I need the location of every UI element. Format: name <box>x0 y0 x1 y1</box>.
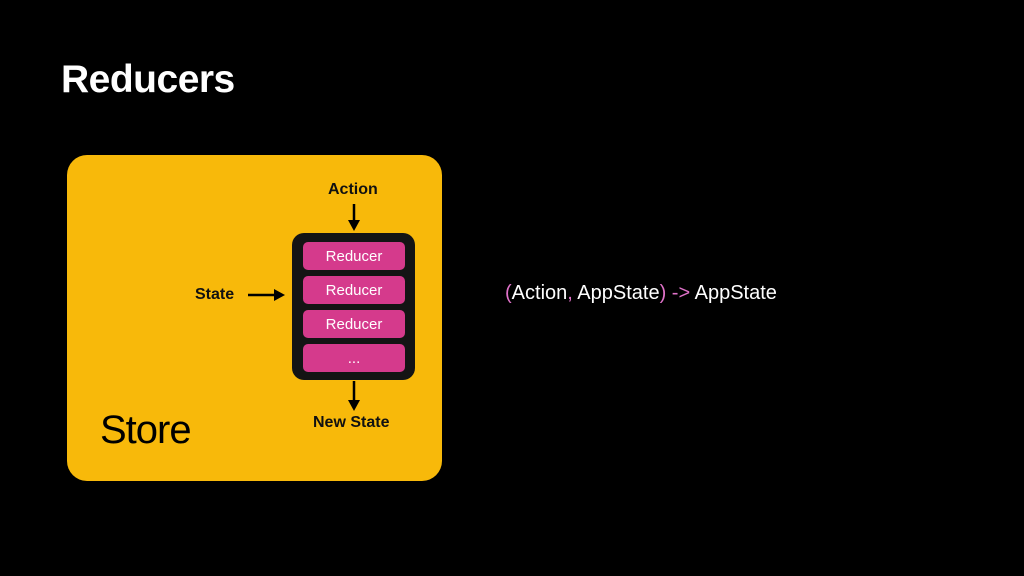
action-arrow <box>348 204 360 231</box>
new-state-arrow <box>348 381 360 411</box>
reducer-signature: (Action, AppState) -> AppState <box>505 282 777 305</box>
signature-arg-appstate: AppState <box>572 282 660 304</box>
store-label: Store <box>100 408 192 452</box>
signature-return-type: AppState <box>690 282 777 304</box>
signature-arg-action: Action <box>511 282 568 304</box>
return-arrow: -> <box>666 282 691 304</box>
reducer-ellipsis-box: ... <box>303 344 405 372</box>
open-paren: ( <box>505 282 512 304</box>
state-label: State <box>195 286 235 303</box>
action-label: Action <box>328 181 378 198</box>
close-paren: ) <box>659 282 667 304</box>
reducer-box: Reducer <box>303 276 405 304</box>
reducer-box: Reducer <box>303 242 405 270</box>
new-state-label: New State <box>313 414 390 431</box>
state-arrow <box>248 289 285 301</box>
slide-title: Reducers <box>61 58 235 101</box>
reducer-box: Reducer <box>303 310 405 338</box>
comma: , <box>567 282 573 304</box>
